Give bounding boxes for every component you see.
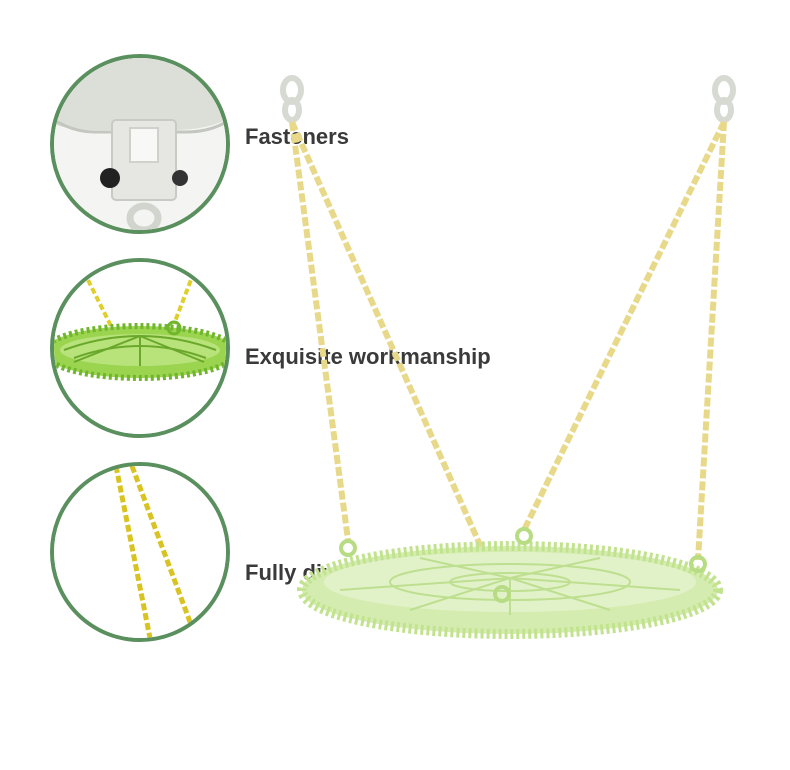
fastener-closeup-icon bbox=[54, 58, 226, 230]
feature-label-workmanship: Exquisite workmanship bbox=[245, 344, 491, 369]
chain-closeup-icon bbox=[54, 466, 226, 638]
seat-weave-closeup bbox=[50, 258, 230, 438]
chains bbox=[289, 120, 727, 592]
chain-closeup bbox=[50, 462, 230, 642]
top-hook-right-icon bbox=[712, 75, 736, 123]
seat-weave-closeup-icon bbox=[54, 262, 226, 434]
fastener-closeup bbox=[50, 54, 230, 234]
nest-seat-icon bbox=[297, 527, 723, 639]
nest-swing-illustration bbox=[280, 75, 736, 639]
top-hook-left-icon bbox=[280, 75, 304, 123]
